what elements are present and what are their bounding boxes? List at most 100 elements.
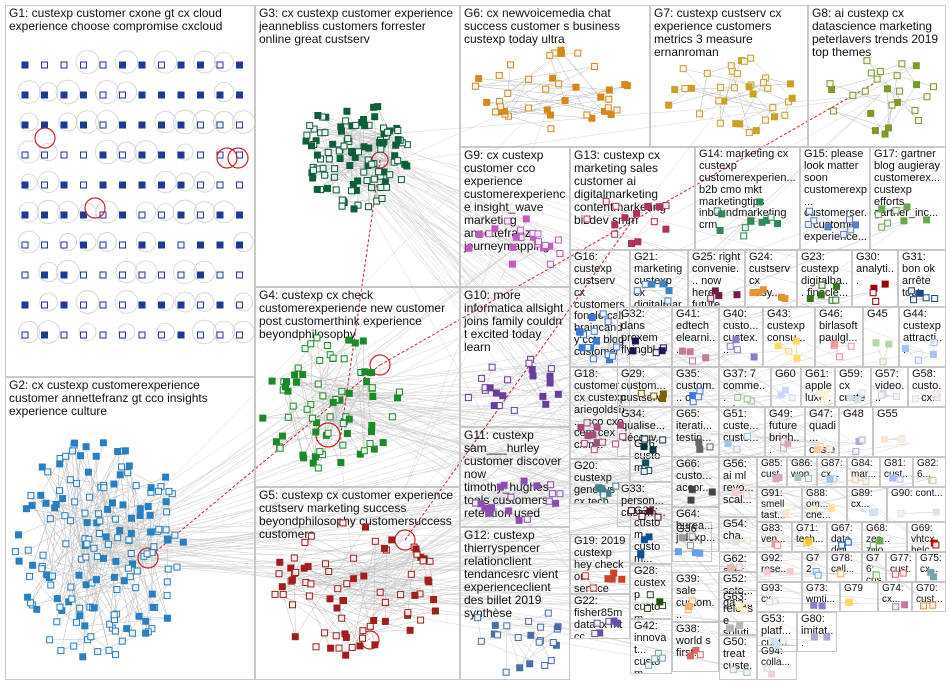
- edge: [322, 391, 400, 397]
- group-label-g81: G81: cust...: [884, 458, 908, 487]
- inter-group-edge: [344, 387, 601, 578]
- node-g13: [662, 225, 670, 233]
- edge: [332, 402, 348, 434]
- node-g18: [580, 440, 588, 448]
- node-g60: [788, 394, 796, 402]
- node-g7: [730, 84, 738, 92]
- node-g7: [781, 111, 789, 119]
- edge: [353, 558, 376, 645]
- node-g25: [733, 291, 741, 299]
- node-g41: [689, 357, 696, 365]
- edge: [302, 374, 400, 393]
- node-g3: [330, 173, 338, 181]
- edge: [283, 594, 415, 596]
- node-g4: [323, 342, 331, 349]
- node-g2: [73, 479, 80, 487]
- node-g1: [197, 121, 204, 129]
- inter-group-edge: [85, 350, 742, 567]
- inter-group-edge: [96, 469, 652, 565]
- group-label-g32: G32: dans proxem flyingbl...: [621, 308, 665, 356]
- group-panel-g65: G65: iterati... testin...: [672, 407, 719, 457]
- node-g6: [546, 51, 554, 59]
- edge: [499, 382, 551, 406]
- node-g70: [920, 602, 927, 610]
- node-g1: [216, 241, 224, 249]
- node-g2: [110, 480, 118, 488]
- node-g2: [67, 583, 75, 591]
- node-g12: [477, 637, 485, 645]
- node-g1: [21, 91, 29, 99]
- node-g4: [259, 414, 267, 422]
- edge: [282, 422, 317, 437]
- node-g7: [740, 57, 748, 65]
- node-g5: [326, 595, 334, 603]
- node-g3: [360, 168, 368, 176]
- node-g2: [77, 452, 85, 460]
- node-g12: [527, 631, 535, 639]
- group-panel-g43: G43: custexp consu...: [763, 307, 815, 367]
- node-g7: [764, 84, 772, 92]
- inter-group-edge: [342, 160, 885, 544]
- edge: [506, 625, 520, 668]
- node-g12: [491, 621, 499, 629]
- node-g79: [845, 598, 853, 606]
- edge: [315, 422, 317, 457]
- node-g2: [53, 595, 61, 603]
- node-g4: [338, 387, 346, 395]
- node-g17: [892, 207, 900, 215]
- group-label-g25: G25: right convenie... now here future..…: [692, 251, 741, 307]
- node-g50: [729, 666, 737, 674]
- node-g3: [321, 129, 329, 137]
- node-g14: [774, 220, 781, 228]
- group-label-g41: G41: edtech elearni...: [676, 308, 716, 356]
- edge: [296, 381, 319, 385]
- edge: [586, 422, 616, 445]
- node-g2: [179, 538, 187, 546]
- node-g65: [695, 438, 703, 446]
- node-g2: [44, 468, 52, 476]
- edge: [590, 346, 617, 348]
- node-g1: [80, 331, 87, 339]
- node-g8: [885, 124, 892, 132]
- self-loop: [193, 171, 216, 193]
- edge: [61, 610, 110, 651]
- node-g14: [716, 227, 724, 234]
- node-g1: [216, 211, 224, 219]
- edge: [592, 317, 617, 348]
- node-g8: [883, 85, 891, 93]
- node-g4: [314, 464, 322, 472]
- node-g12: [541, 662, 549, 669]
- node-g4: [368, 422, 376, 429]
- node-g89: [871, 508, 879, 516]
- inter-group-edge: [363, 135, 864, 479]
- inter-group-edge: [118, 94, 881, 537]
- node-g58: [912, 395, 920, 403]
- group-panel-g74: G74: cx...: [878, 582, 912, 612]
- node-g3: [355, 148, 362, 156]
- node-g13: [662, 202, 670, 210]
- inter-group-edge: [374, 155, 845, 574]
- node-g1: [216, 301, 224, 309]
- node-g54: [744, 536, 752, 544]
- node-g5: [381, 598, 389, 606]
- edge: [325, 563, 415, 596]
- self-loop: [156, 293, 175, 311]
- node-g1: [236, 121, 243, 129]
- node-g5: [388, 536, 396, 544]
- node-g80: [823, 633, 831, 641]
- node-g29: [650, 392, 658, 400]
- node-g7: [747, 54, 755, 62]
- node-g44: [901, 345, 909, 353]
- node-g2: [111, 627, 119, 635]
- node-g9: [508, 260, 516, 268]
- node-g73: [810, 601, 818, 609]
- node-g7: [732, 120, 740, 128]
- node-g33: [646, 507, 654, 515]
- node-g2: [95, 530, 103, 537]
- node-g2: [94, 510, 102, 518]
- node-g5: [279, 590, 287, 598]
- node-g1: [236, 61, 243, 69]
- node-g1: [197, 271, 204, 279]
- node-g2: [102, 533, 110, 541]
- node-g1: [158, 331, 165, 339]
